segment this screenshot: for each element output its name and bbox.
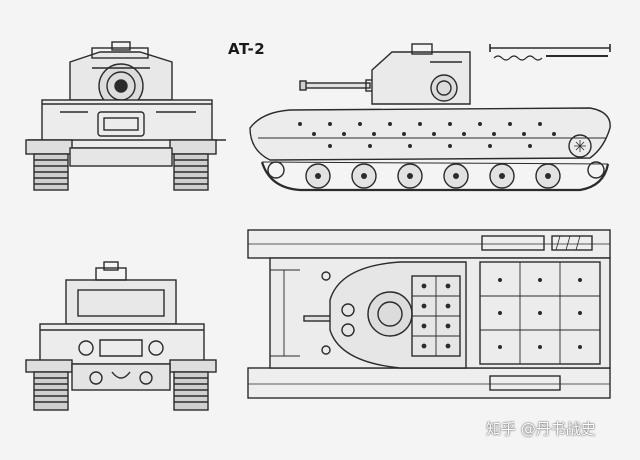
watermark-text: 知乎 @丹书战史 bbox=[486, 420, 596, 438]
top-view bbox=[247, 229, 611, 399]
side-view bbox=[249, 43, 611, 192]
rear-view bbox=[25, 261, 217, 411]
drawing-title: AT-2 bbox=[228, 40, 266, 58]
front-view bbox=[25, 41, 226, 191]
